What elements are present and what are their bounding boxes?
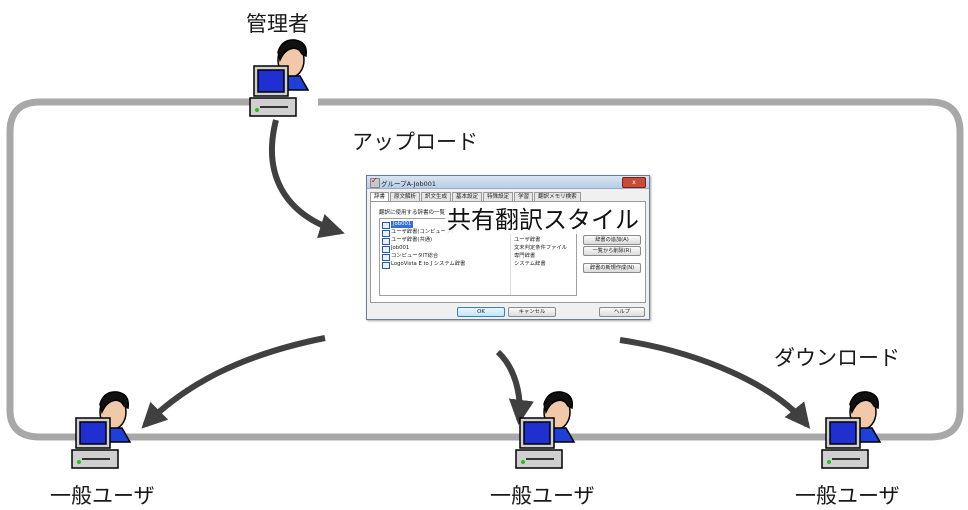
list-item[interactable]: ユーザ辞書(共通)ユーザ辞書 xyxy=(382,237,574,245)
tab-source-analysis[interactable]: 原文解析 xyxy=(390,192,421,201)
dictionary-icon xyxy=(382,246,390,253)
download-label: ダウンロード xyxy=(774,346,900,370)
dictionary-icon xyxy=(382,238,390,245)
admin-label: 管理者 xyxy=(246,12,309,36)
user-computer-icon-center xyxy=(514,390,578,472)
new-dictionary-button[interactable]: 辞書の新規作成(N) xyxy=(583,263,641,273)
list-item[interactable]: ユーザ辞書(コンピュータ) xyxy=(382,229,574,237)
add-dictionary-button[interactable]: 辞書の追加(A) xyxy=(583,235,641,245)
user-label-center: 一般ユーザ xyxy=(490,484,595,508)
download-arrow-left xyxy=(141,335,326,429)
ok-button[interactable]: OK xyxy=(457,307,505,317)
user-label-left: 一般ユーザ xyxy=(50,484,155,508)
list-item[interactable]: LogoVista E to J システム辞書システム辞書 xyxy=(382,261,574,269)
cancel-button[interactable]: キャンセル xyxy=(508,307,556,317)
dictionary-icon xyxy=(382,230,390,237)
shared-translation-style-label: 共有翻訳スタイル xyxy=(445,206,641,234)
tab-memory-search[interactable]: 翻訳メモリ検索 xyxy=(534,192,581,201)
dialog-tabs: 辞書 原文解析 訳文生成 基本設定 特殊設定 学習 翻訳メモリ検索 xyxy=(370,192,582,202)
dialog-titlebar: グループA-Job001 x xyxy=(367,176,649,189)
app-icon xyxy=(370,176,380,188)
shared-loop xyxy=(6,98,964,441)
dictionary-icon xyxy=(382,262,390,269)
dictionary-icon xyxy=(382,254,390,261)
dictionary-settings-dialog: グループA-Job001 x 辞書 原文解析 訳文生成 基本設定 特殊設定 学習… xyxy=(366,175,650,320)
tab-target-generation[interactable]: 訳文生成 xyxy=(421,192,452,201)
user-label-right: 一般ユーザ xyxy=(795,484,900,508)
tab-dictionary[interactable]: 辞書 xyxy=(370,192,390,202)
tab-basic-settings[interactable]: 基本設定 xyxy=(452,192,483,201)
tab-learning[interactable]: 学習 xyxy=(514,192,534,201)
group-title: 翻訳に使用する辞書の一覧 xyxy=(379,210,446,216)
list-item[interactable]: コンピュータIT総合専門辞書 xyxy=(382,253,574,261)
tab-special-settings[interactable]: 特殊設定 xyxy=(483,192,514,201)
download-arrow-right xyxy=(619,337,811,429)
admin-computer-icon xyxy=(248,38,312,120)
upload-arrow xyxy=(269,119,345,239)
dialog-title: グループA-Job001 xyxy=(381,180,437,188)
user-computer-icon-left xyxy=(70,390,134,472)
user-computer-icon-right xyxy=(820,390,884,472)
list-item[interactable]: Job001 xyxy=(382,221,574,229)
upload-label: アップロード xyxy=(352,130,478,154)
close-button[interactable]: x xyxy=(622,177,646,188)
remove-from-list-button[interactable]: 一覧から削除(R) xyxy=(583,246,641,256)
download-arrow-center xyxy=(495,349,534,426)
dictionary-icon xyxy=(382,222,390,229)
help-button[interactable]: ヘルプ xyxy=(599,307,645,317)
